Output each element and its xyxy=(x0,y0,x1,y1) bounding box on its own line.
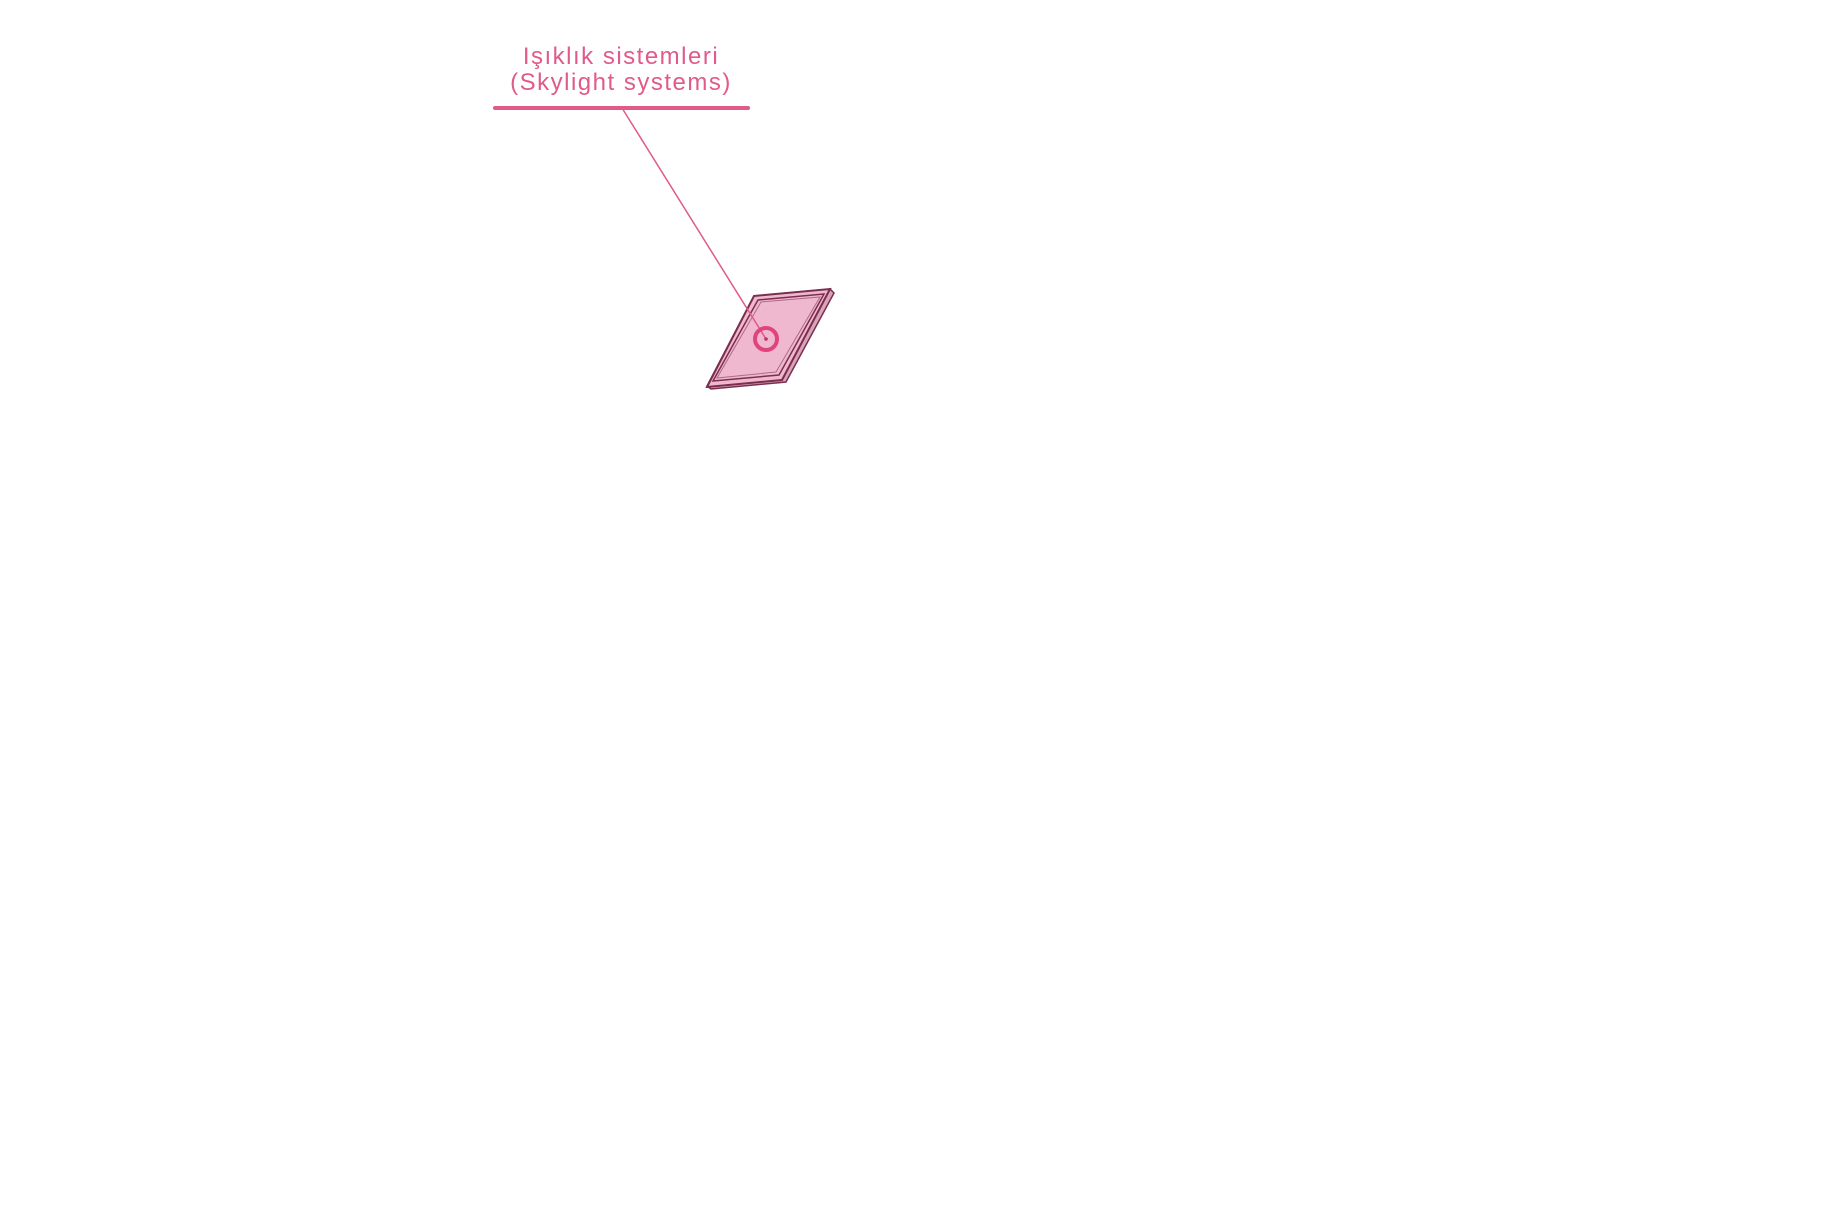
callout-target-marker xyxy=(753,326,779,352)
callout-target-dot xyxy=(764,337,768,341)
callout-label: Işıklık sistemleri (Skylight systems) xyxy=(493,44,749,96)
callout-leader-line xyxy=(621,107,767,340)
skylight-panel xyxy=(705,287,835,390)
callout-label-english: (Skylight systems) xyxy=(510,69,732,96)
callout-label-turkish: Işıklık sistemleri xyxy=(522,43,720,70)
